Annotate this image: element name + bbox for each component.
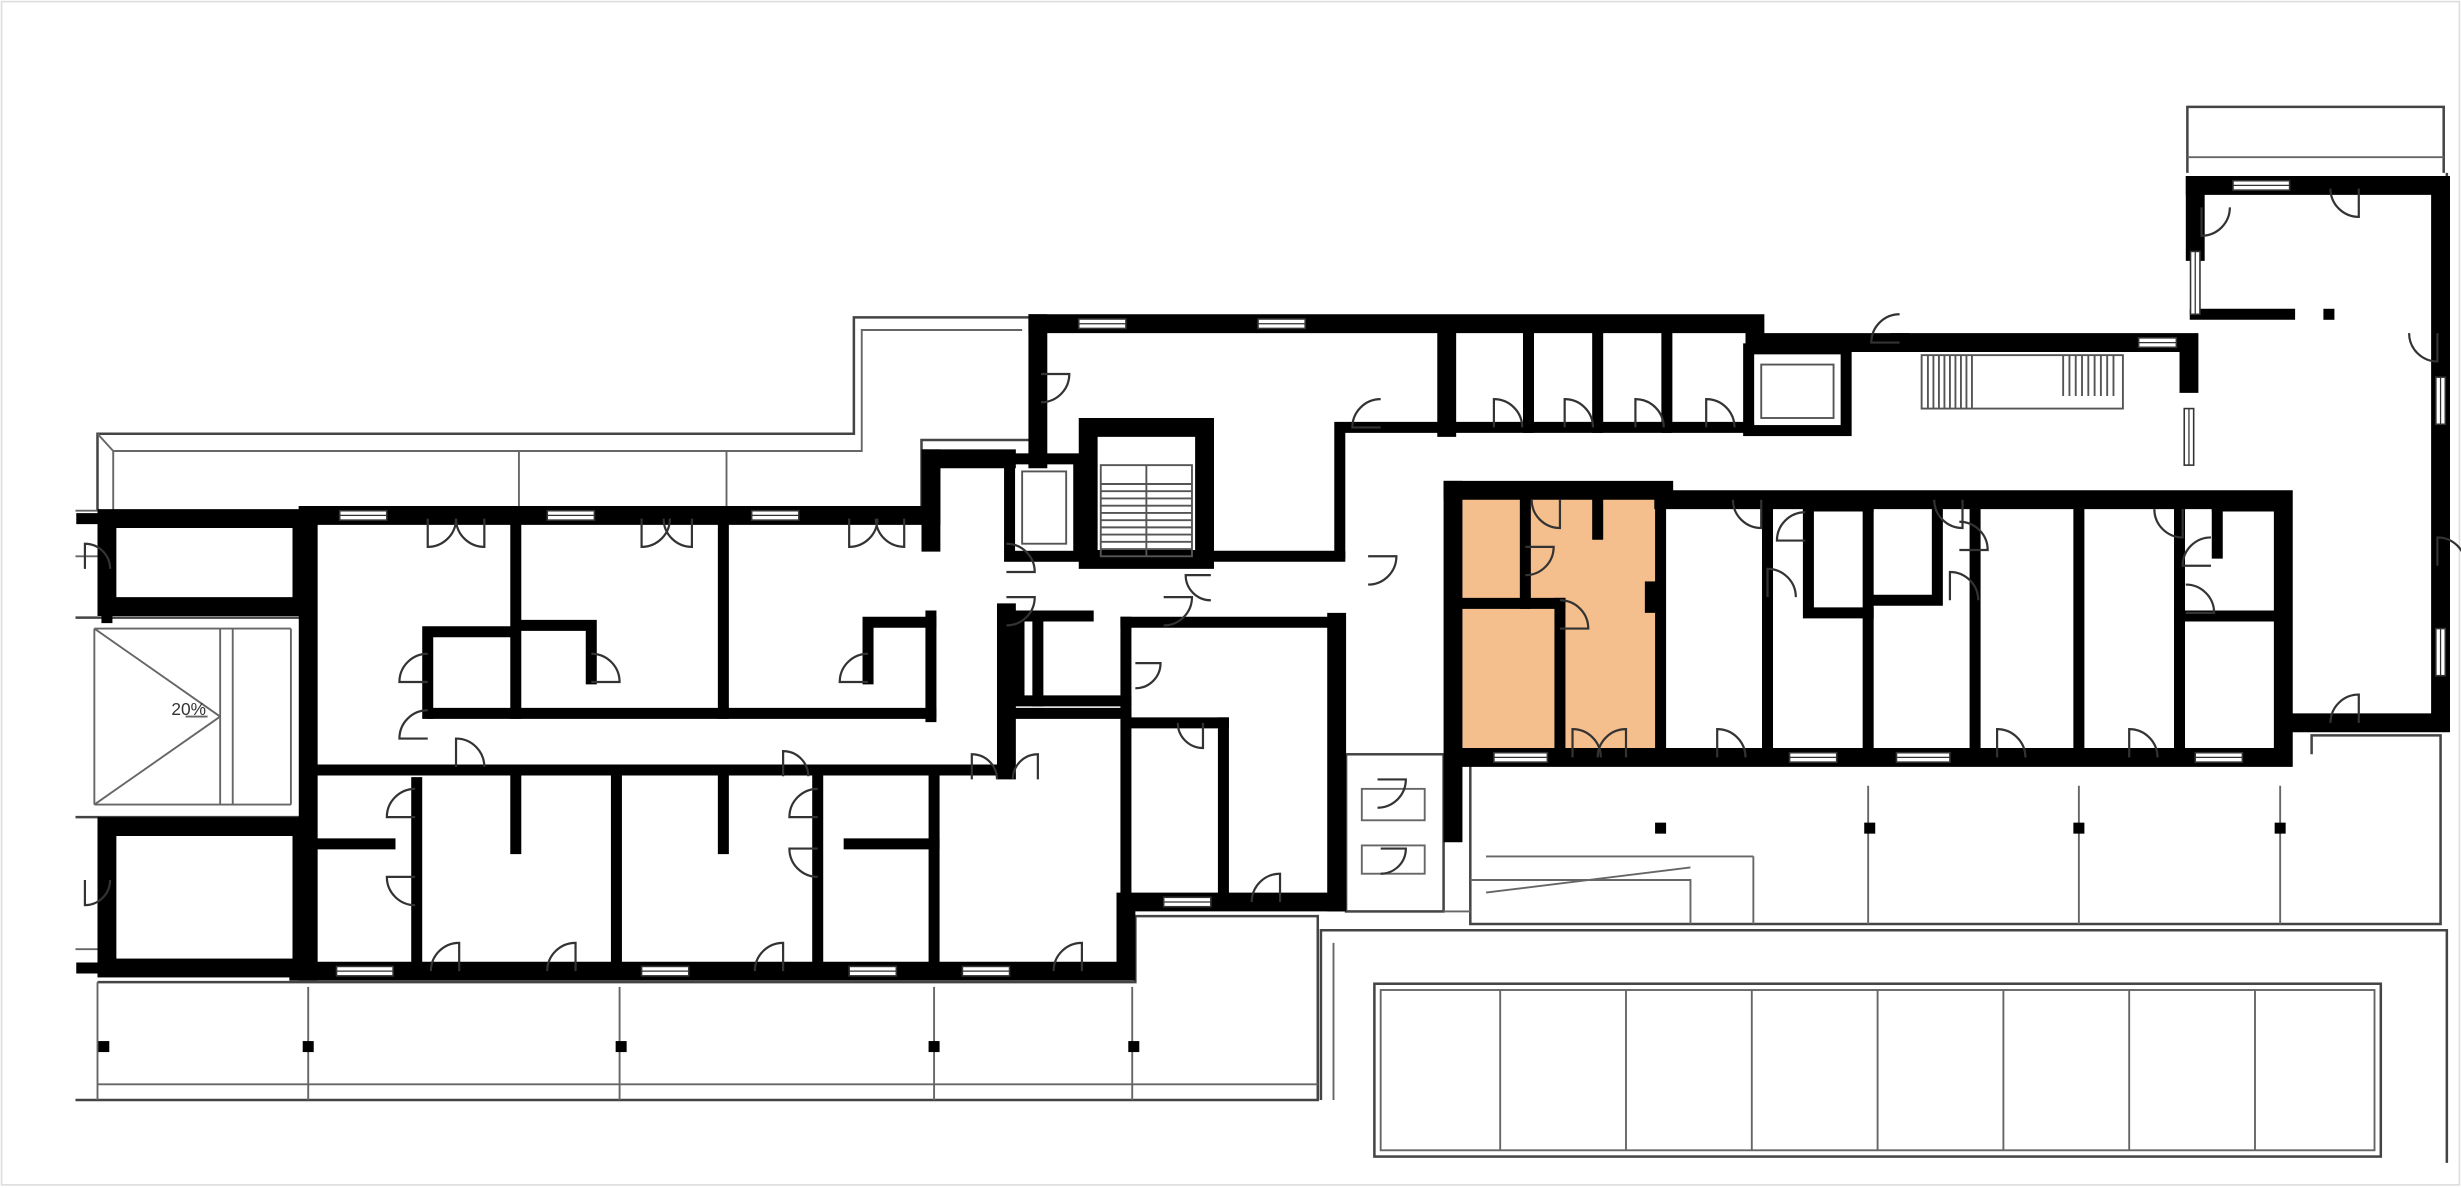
door-swing bbox=[1176, 722, 1205, 750]
door-swing bbox=[640, 518, 671, 548]
door-swing bbox=[782, 750, 810, 777]
columns bbox=[98, 308, 2335, 1053]
door-swing bbox=[1135, 662, 1162, 690]
door-swing bbox=[1530, 499, 1562, 530]
ramp-slope-label: 20% bbox=[171, 699, 206, 719]
door-swing bbox=[2408, 333, 2439, 363]
door-swing bbox=[1766, 567, 1797, 598]
door-swing bbox=[1634, 398, 1665, 428]
column bbox=[2274, 822, 2286, 834]
door-swing bbox=[1184, 574, 1211, 602]
door-swing bbox=[1377, 778, 1407, 809]
door-swing bbox=[2329, 693, 2360, 723]
door-swing bbox=[2153, 509, 2184, 539]
windows bbox=[335, 179, 2447, 977]
door-swing bbox=[1716, 728, 1747, 758]
door-swing bbox=[1948, 570, 1980, 601]
door-swing bbox=[970, 753, 999, 780]
column bbox=[928, 1041, 940, 1053]
door-swing bbox=[1380, 847, 1407, 875]
door-swing bbox=[385, 787, 416, 819]
door-swing bbox=[1959, 520, 1989, 552]
door-swing bbox=[838, 652, 869, 684]
column bbox=[2323, 308, 2335, 320]
door-swing bbox=[398, 709, 428, 740]
door-swing bbox=[591, 652, 621, 684]
door-swing bbox=[1163, 596, 1194, 627]
door-swing bbox=[1040, 372, 1071, 404]
column bbox=[2073, 822, 2085, 834]
door-swing bbox=[1250, 872, 1282, 903]
door-swing bbox=[1351, 398, 1381, 429]
door-swing bbox=[1052, 941, 1083, 972]
walls bbox=[76, 176, 2450, 981]
door-swing bbox=[2436, 536, 2461, 566]
door-swing bbox=[1870, 313, 1900, 344]
door-swing bbox=[1011, 753, 1039, 780]
door-swing bbox=[1006, 596, 1036, 627]
door-swing bbox=[2128, 728, 2159, 758]
door-swing bbox=[454, 518, 486, 548]
door-swing bbox=[83, 879, 112, 907]
door-swing bbox=[1492, 398, 1524, 428]
door-swing bbox=[1368, 555, 1398, 586]
door-swing bbox=[788, 787, 818, 819]
door-swing bbox=[1559, 599, 1590, 630]
column bbox=[98, 1041, 110, 1053]
door-swing bbox=[1525, 545, 1555, 577]
door-swing bbox=[385, 875, 416, 907]
column bbox=[615, 1041, 627, 1053]
door-swing bbox=[398, 652, 428, 684]
door-swing bbox=[1933, 499, 1964, 530]
door-swing bbox=[2181, 536, 2212, 567]
door-swing bbox=[1705, 398, 1736, 428]
door-swing bbox=[1563, 398, 1595, 428]
door-swing bbox=[1775, 511, 1806, 542]
door-swing bbox=[2185, 583, 2216, 614]
door-swing bbox=[874, 518, 906, 548]
door-swing bbox=[2200, 207, 2231, 237]
door-swing bbox=[1006, 542, 1036, 574]
column bbox=[1655, 822, 1667, 834]
column bbox=[1128, 1041, 1140, 1053]
door-swing bbox=[546, 941, 577, 972]
door-swing bbox=[788, 847, 818, 878]
elevator bbox=[1004, 343, 1852, 562]
column bbox=[302, 1041, 314, 1053]
staircase bbox=[1078, 354, 2124, 569]
door-swing bbox=[1571, 728, 1602, 758]
door-swing bbox=[662, 518, 694, 548]
doors bbox=[83, 188, 2461, 972]
column bbox=[1864, 822, 1876, 834]
door-swing bbox=[1731, 499, 1763, 530]
door-swing bbox=[1596, 728, 1628, 758]
door-swing bbox=[753, 941, 785, 972]
door-swing bbox=[83, 542, 112, 569]
door-swing bbox=[1996, 728, 2027, 758]
door-swing bbox=[429, 941, 461, 972]
door-swing bbox=[454, 737, 486, 767]
door-swing bbox=[2329, 188, 2360, 218]
